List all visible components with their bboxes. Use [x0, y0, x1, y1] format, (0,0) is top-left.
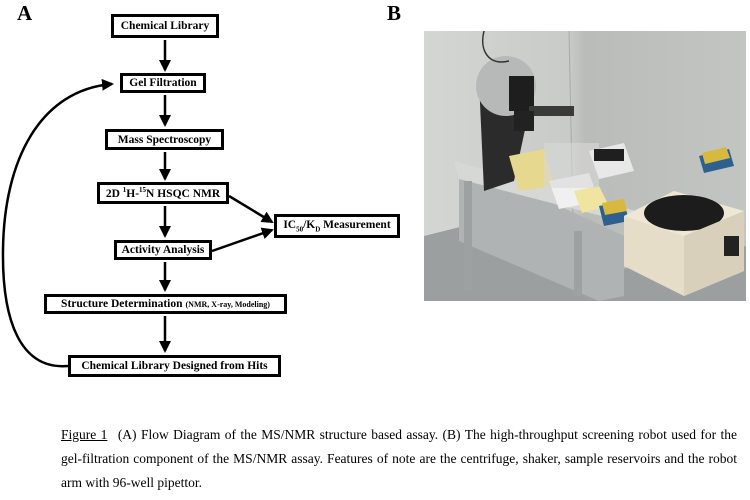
node-gel-filtration: Gel Filtration [120, 73, 206, 93]
arrow-feedback-loop [1, 78, 114, 368]
node-label: Mass Spectroscopy [117, 133, 212, 146]
node-ic50-measurement: IC50/KD Measurement [274, 214, 400, 238]
node-chemical-library: Chemical Library [111, 14, 219, 38]
node-sublabel: (NMR, X-ray, Modeling) [185, 299, 270, 309]
node-label: Chemical Library Designed from Hits [81, 360, 268, 372]
arrow-activity-ic50 [211, 227, 274, 253]
node-label: 2D 1H-15N HSQC NMR [105, 186, 221, 200]
node-label: IC50/KD Measurement [283, 218, 391, 234]
node-label: Activity Analysis [121, 244, 205, 256]
figure-label: Figure 1 [61, 427, 108, 442]
panel-label-a: A [17, 1, 33, 25]
robot-illustration [424, 31, 746, 301]
flow-diagram-connectors [1, 40, 274, 368]
node-mass-spectroscopy: Mass Spectroscopy [105, 129, 224, 150]
node-activity-analysis: Activity Analysis [114, 240, 212, 260]
node-chemical-library-designed: Chemical Library Designed from Hits [68, 355, 281, 377]
node-hsqc-nmr: 2D 1H-15N HSQC NMR [97, 182, 229, 204]
robot-photo [424, 31, 746, 301]
node-label: Gel Filtration [129, 77, 197, 89]
figure-caption: Figure 1 (A) Flow Diagram of the MS/NMR … [61, 423, 737, 495]
node-structure-determination: Structure Determination(NMR, X-ray, Mode… [44, 294, 287, 314]
panel-label-b: B [387, 1, 402, 25]
node-label: Chemical Library [120, 20, 210, 32]
arrow-nmr-ic50 [228, 194, 274, 224]
node-label: Structure Determination [61, 298, 183, 310]
caption-text: (A) Flow Diagram of the MS/NMR structure… [61, 427, 738, 490]
